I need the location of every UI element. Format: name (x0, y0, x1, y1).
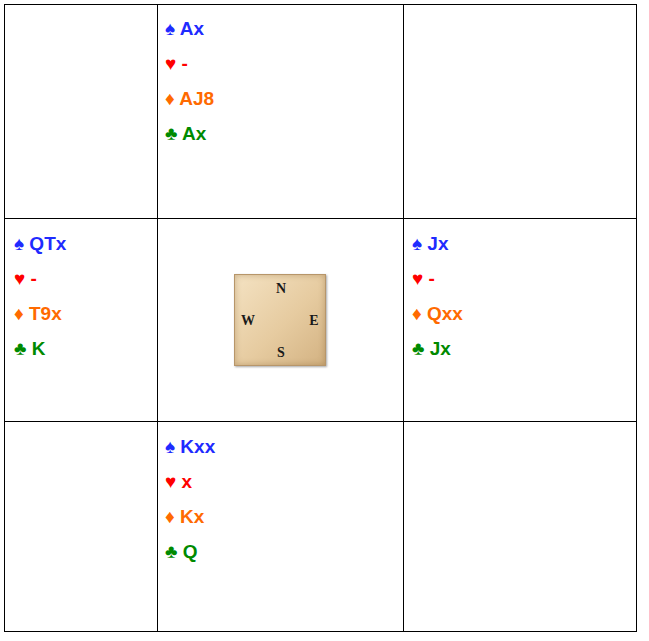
compass-box: N W E S (234, 274, 326, 366)
suit-holding: ♦ Kx (165, 499, 215, 534)
grid-line (157, 5, 158, 632)
grid-line (5, 218, 637, 219)
suit-holding: ♠ Kxx (165, 429, 215, 464)
hand-box: ♠ Kxx♥ x♦ Kx♣ Q (165, 429, 215, 569)
suit-holding: ♠ QTx (14, 226, 66, 261)
compass-letter: W (241, 314, 255, 328)
suit-holding: ♦ Qxx (412, 296, 463, 331)
compass-letter: E (309, 314, 318, 328)
hand-box: ♠ QTx♥ -♦ T9x♣ K (14, 226, 66, 366)
suit-holding: ♠ Jx (412, 226, 463, 261)
grid-line (5, 421, 637, 422)
hand-box: ♠ Ax♥ -♦ AJ8♣ Ax (165, 11, 214, 151)
compass-letter: S (277, 346, 285, 360)
suit-holding: ♠ Ax (165, 11, 214, 46)
suit-holding: ♥ - (412, 261, 463, 296)
suit-holding: ♣ Jx (412, 331, 463, 366)
hand-box: ♠ Jx♥ -♦ Qxx♣ Jx (412, 226, 463, 366)
suit-holding: ♥ x (165, 464, 215, 499)
suit-holding: ♥ - (165, 46, 214, 81)
suit-holding: ♣ Q (165, 534, 215, 569)
suit-holding: ♦ T9x (14, 296, 66, 331)
suit-holding: ♣ K (14, 331, 66, 366)
table-border (5, 5, 637, 632)
grid-line (403, 5, 404, 632)
compass-letter: N (276, 282, 286, 296)
suit-holding: ♣ Ax (165, 116, 214, 151)
suit-holding: ♥ - (14, 261, 66, 296)
suit-holding: ♦ AJ8 (165, 81, 214, 116)
